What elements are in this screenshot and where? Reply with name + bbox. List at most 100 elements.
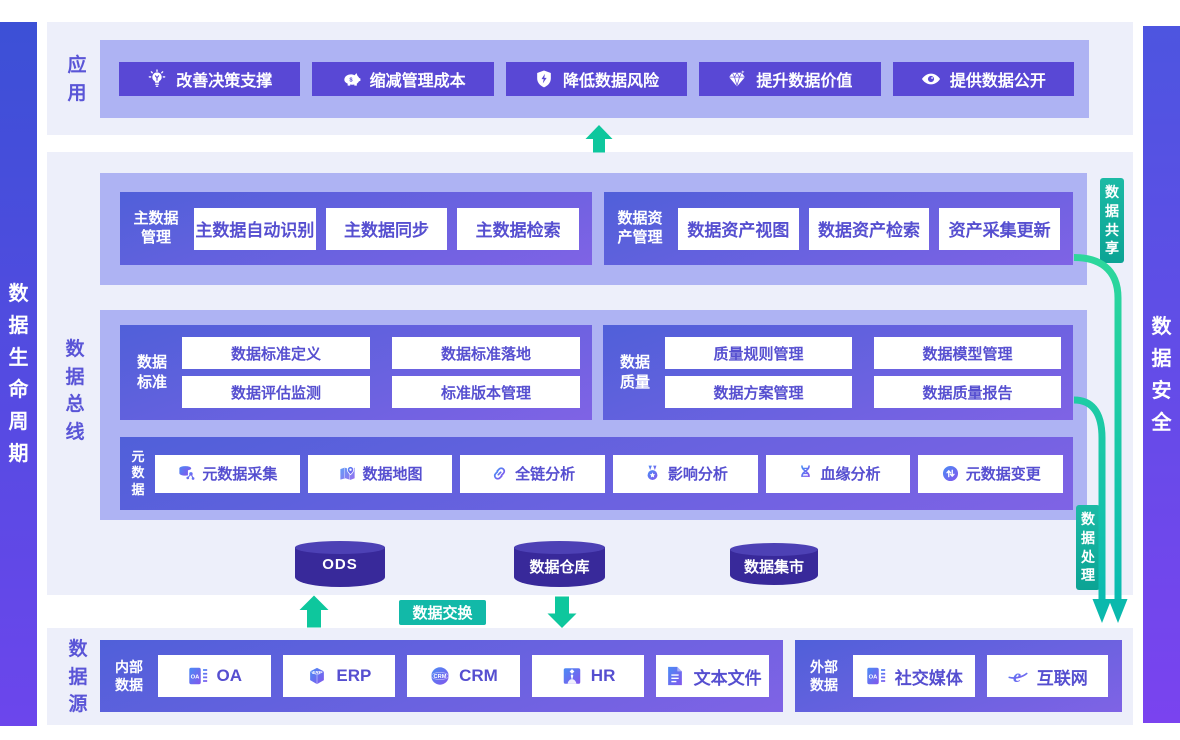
- data-exchange-tag: 数据交换: [399, 600, 486, 625]
- button-label: 数据质量报告: [922, 384, 1013, 402]
- data-exchange-label: 数据交换: [412, 605, 473, 622]
- data-lifecycle-label: 数据生命周期: [8, 283, 29, 465]
- button-label: CRM: [459, 666, 498, 685]
- ods-label: ODS: [322, 556, 358, 573]
- data-process-tag: 数据处理: [1076, 505, 1100, 590]
- eye-icon: [921, 69, 941, 89]
- hr-source-button[interactable]: HR: [531, 655, 645, 697]
- data-quality-group-label: 数据质量: [619, 354, 650, 391]
- oa-source-button[interactable]: OA OA: [158, 655, 271, 697]
- metadata-group-label: 元数据: [131, 449, 145, 497]
- erp-icon: ERP: [306, 665, 328, 687]
- svg-text:$: $: [349, 78, 353, 84]
- standard-version-button[interactable]: 标准版本管理: [392, 376, 580, 408]
- lineage-analysis-button[interactable]: 血缘分析: [765, 454, 911, 493]
- master-data-auto-identify-button[interactable]: 主数据自动识别: [194, 207, 316, 250]
- master-data-sync-button[interactable]: 主数据同步: [325, 207, 448, 250]
- crm-source-button[interactable]: CRM CRM: [407, 655, 520, 697]
- standard-implement-button[interactable]: 数据标准落地: [392, 337, 580, 369]
- button-label: 标准版本管理: [440, 384, 531, 402]
- internet-icon: e: [1007, 665, 1029, 687]
- button-label: 改善决策支撑: [176, 73, 273, 90]
- improve-decision-button[interactable]: 改善决策支撑: [119, 62, 301, 96]
- data-source-section-label: 数据源: [68, 639, 88, 716]
- master-data-asset-row: 主数据管理 主数据自动识别 主数据同步 主数据检索 数据资产管理 数据资产视图 …: [100, 173, 1087, 285]
- full-chain-analysis-button[interactable]: 全链分析: [460, 454, 606, 493]
- button-label: HR: [590, 666, 616, 685]
- metadata-change-button[interactable]: 元数据变更: [918, 454, 1064, 493]
- open-data-button[interactable]: 提供数据公开: [892, 62, 1075, 96]
- button-label: 文本文件: [693, 668, 762, 688]
- internal-data-label: 内部数据: [115, 658, 143, 693]
- internal-data-group: 内部数据 OA OA ERP ERP CRM CRM HR 文本文件: [100, 640, 783, 712]
- data-bus-section: 数据总线 主数据管理 主数据自动识别 主数据同步 主数据检索 数据资产管理 数据…: [47, 152, 1133, 595]
- reduce-risk-button[interactable]: 降低数据风险: [505, 62, 688, 96]
- master-data-search-button[interactable]: 主数据检索: [457, 207, 580, 250]
- data-model-button[interactable]: 数据模型管理: [874, 337, 1061, 369]
- cylinder-top: [730, 543, 818, 556]
- link-icon: [490, 464, 509, 483]
- button-label: 数据标准落地: [440, 345, 531, 363]
- internet-source-button[interactable]: e 互联网: [986, 655, 1108, 697]
- reduce-cost-button[interactable]: $ 缩减管理成本: [312, 62, 494, 96]
- button-label: 元数据采集: [202, 466, 278, 483]
- map-pin-icon: [338, 464, 357, 483]
- button-label: 数据评估监测: [230, 384, 321, 402]
- master-data-group: 主数据管理 主数据自动识别 主数据同步 主数据检索: [120, 192, 592, 265]
- asset-view-button[interactable]: 数据资产视图: [678, 207, 799, 250]
- data-evaluate-monitor-button[interactable]: 数据评估监测: [182, 376, 370, 408]
- button-label: ERP: [336, 666, 372, 685]
- piggy-bank-icon: $: [341, 69, 361, 89]
- button-label: 社交媒体: [894, 668, 963, 688]
- data-share-tag: 数据共享: [1100, 178, 1124, 263]
- quality-report-button[interactable]: 数据质量报告: [874, 376, 1061, 408]
- cylinder-top: [514, 541, 605, 554]
- data-map-button[interactable]: 数据地图: [307, 454, 453, 493]
- button-label: 数据方案管理: [713, 384, 804, 402]
- button-label: 主数据同步: [344, 221, 429, 240]
- external-data-label: 外部数据: [810, 658, 838, 693]
- button-label: 降低数据风险: [563, 73, 660, 90]
- metadata-row: 元数据 元数据采集 数据地图 全链分析 影响分析: [100, 425, 1087, 520]
- button-label: 资产采集更新: [948, 221, 1051, 240]
- down-arrow-icon: [547, 596, 577, 628]
- quality-rule-button[interactable]: 质量规则管理: [665, 337, 852, 369]
- data-standard-group-label: 数据标准: [136, 354, 167, 391]
- increase-value-button[interactable]: 提升数据价值: [699, 62, 881, 96]
- shield-bolt-icon: [534, 69, 554, 89]
- data-quality-group: 数据质量 质量规则管理 数据模型管理 数据方案管理 数据质量报告: [603, 325, 1073, 420]
- data-source-section: 数据源 内部数据 OA OA ERP ERP CRM CRM HR 文本文件: [47, 628, 1133, 725]
- impact-analysis-button[interactable]: 影响分析: [613, 454, 758, 493]
- text-file-source-button[interactable]: 文本文件: [656, 655, 769, 697]
- hr-icon: [561, 665, 583, 687]
- metadata-collect-button[interactable]: 元数据采集: [155, 454, 300, 493]
- diamond-icon: [727, 69, 747, 89]
- transfer-icon: [941, 464, 960, 483]
- button-label: 元数据变更: [965, 466, 1041, 483]
- data-asset-group-label: 数据资产管理: [617, 209, 663, 246]
- svg-text:OA: OA: [190, 674, 200, 680]
- asset-collect-update-button[interactable]: 资产采集更新: [939, 207, 1061, 250]
- social-media-source-button[interactable]: OA 社交媒体: [853, 655, 975, 697]
- text-file-icon: [664, 665, 686, 687]
- button-label: 质量规则管理: [713, 345, 804, 363]
- data-bus-section-label: 数据总线: [65, 339, 85, 443]
- standard-define-button[interactable]: 数据标准定义: [182, 337, 370, 369]
- button-label: 数据地图: [362, 466, 423, 483]
- application-button-row: 改善决策支撑 $ 缩减管理成本 降低数据风险 提升数据价值 提供数据公开: [100, 40, 1089, 118]
- asset-search-button[interactable]: 数据资产检索: [808, 207, 930, 250]
- data-plan-button[interactable]: 数据方案管理: [665, 376, 852, 408]
- erp-source-button[interactable]: ERP ERP: [282, 655, 396, 697]
- button-label: 血缘分析: [820, 466, 881, 483]
- svg-text:OA: OA: [868, 674, 878, 680]
- button-label: 提供数据公开: [949, 73, 1046, 90]
- data-lifecycle-sidebar: 数据生命周期: [0, 22, 37, 726]
- down-arrow-icon: [1092, 599, 1112, 623]
- svg-text:e: e: [1013, 666, 1021, 686]
- data-warehouse-label: 数据仓库: [529, 559, 590, 576]
- button-label: 数据资产视图: [687, 221, 790, 240]
- button-label: 全链分析: [515, 466, 576, 483]
- social-media-icon: OA: [865, 665, 887, 687]
- button-label: 主数据检索: [475, 221, 561, 240]
